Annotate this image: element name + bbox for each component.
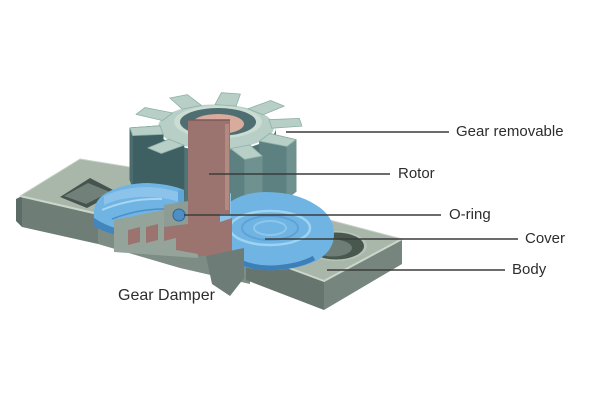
label-rotor: Rotor [398,165,435,182]
label-gear-removable: Gear removable [456,123,564,140]
figure-caption: Gear Damper [118,287,215,304]
leader-lines [184,131,518,271]
label-o-ring: O-ring [449,206,491,223]
rotor-part [188,119,230,256]
label-body: Body [512,261,547,278]
label-cover: Cover [525,230,566,247]
o-ring-part [164,201,188,227]
body-front-seam [206,248,244,296]
